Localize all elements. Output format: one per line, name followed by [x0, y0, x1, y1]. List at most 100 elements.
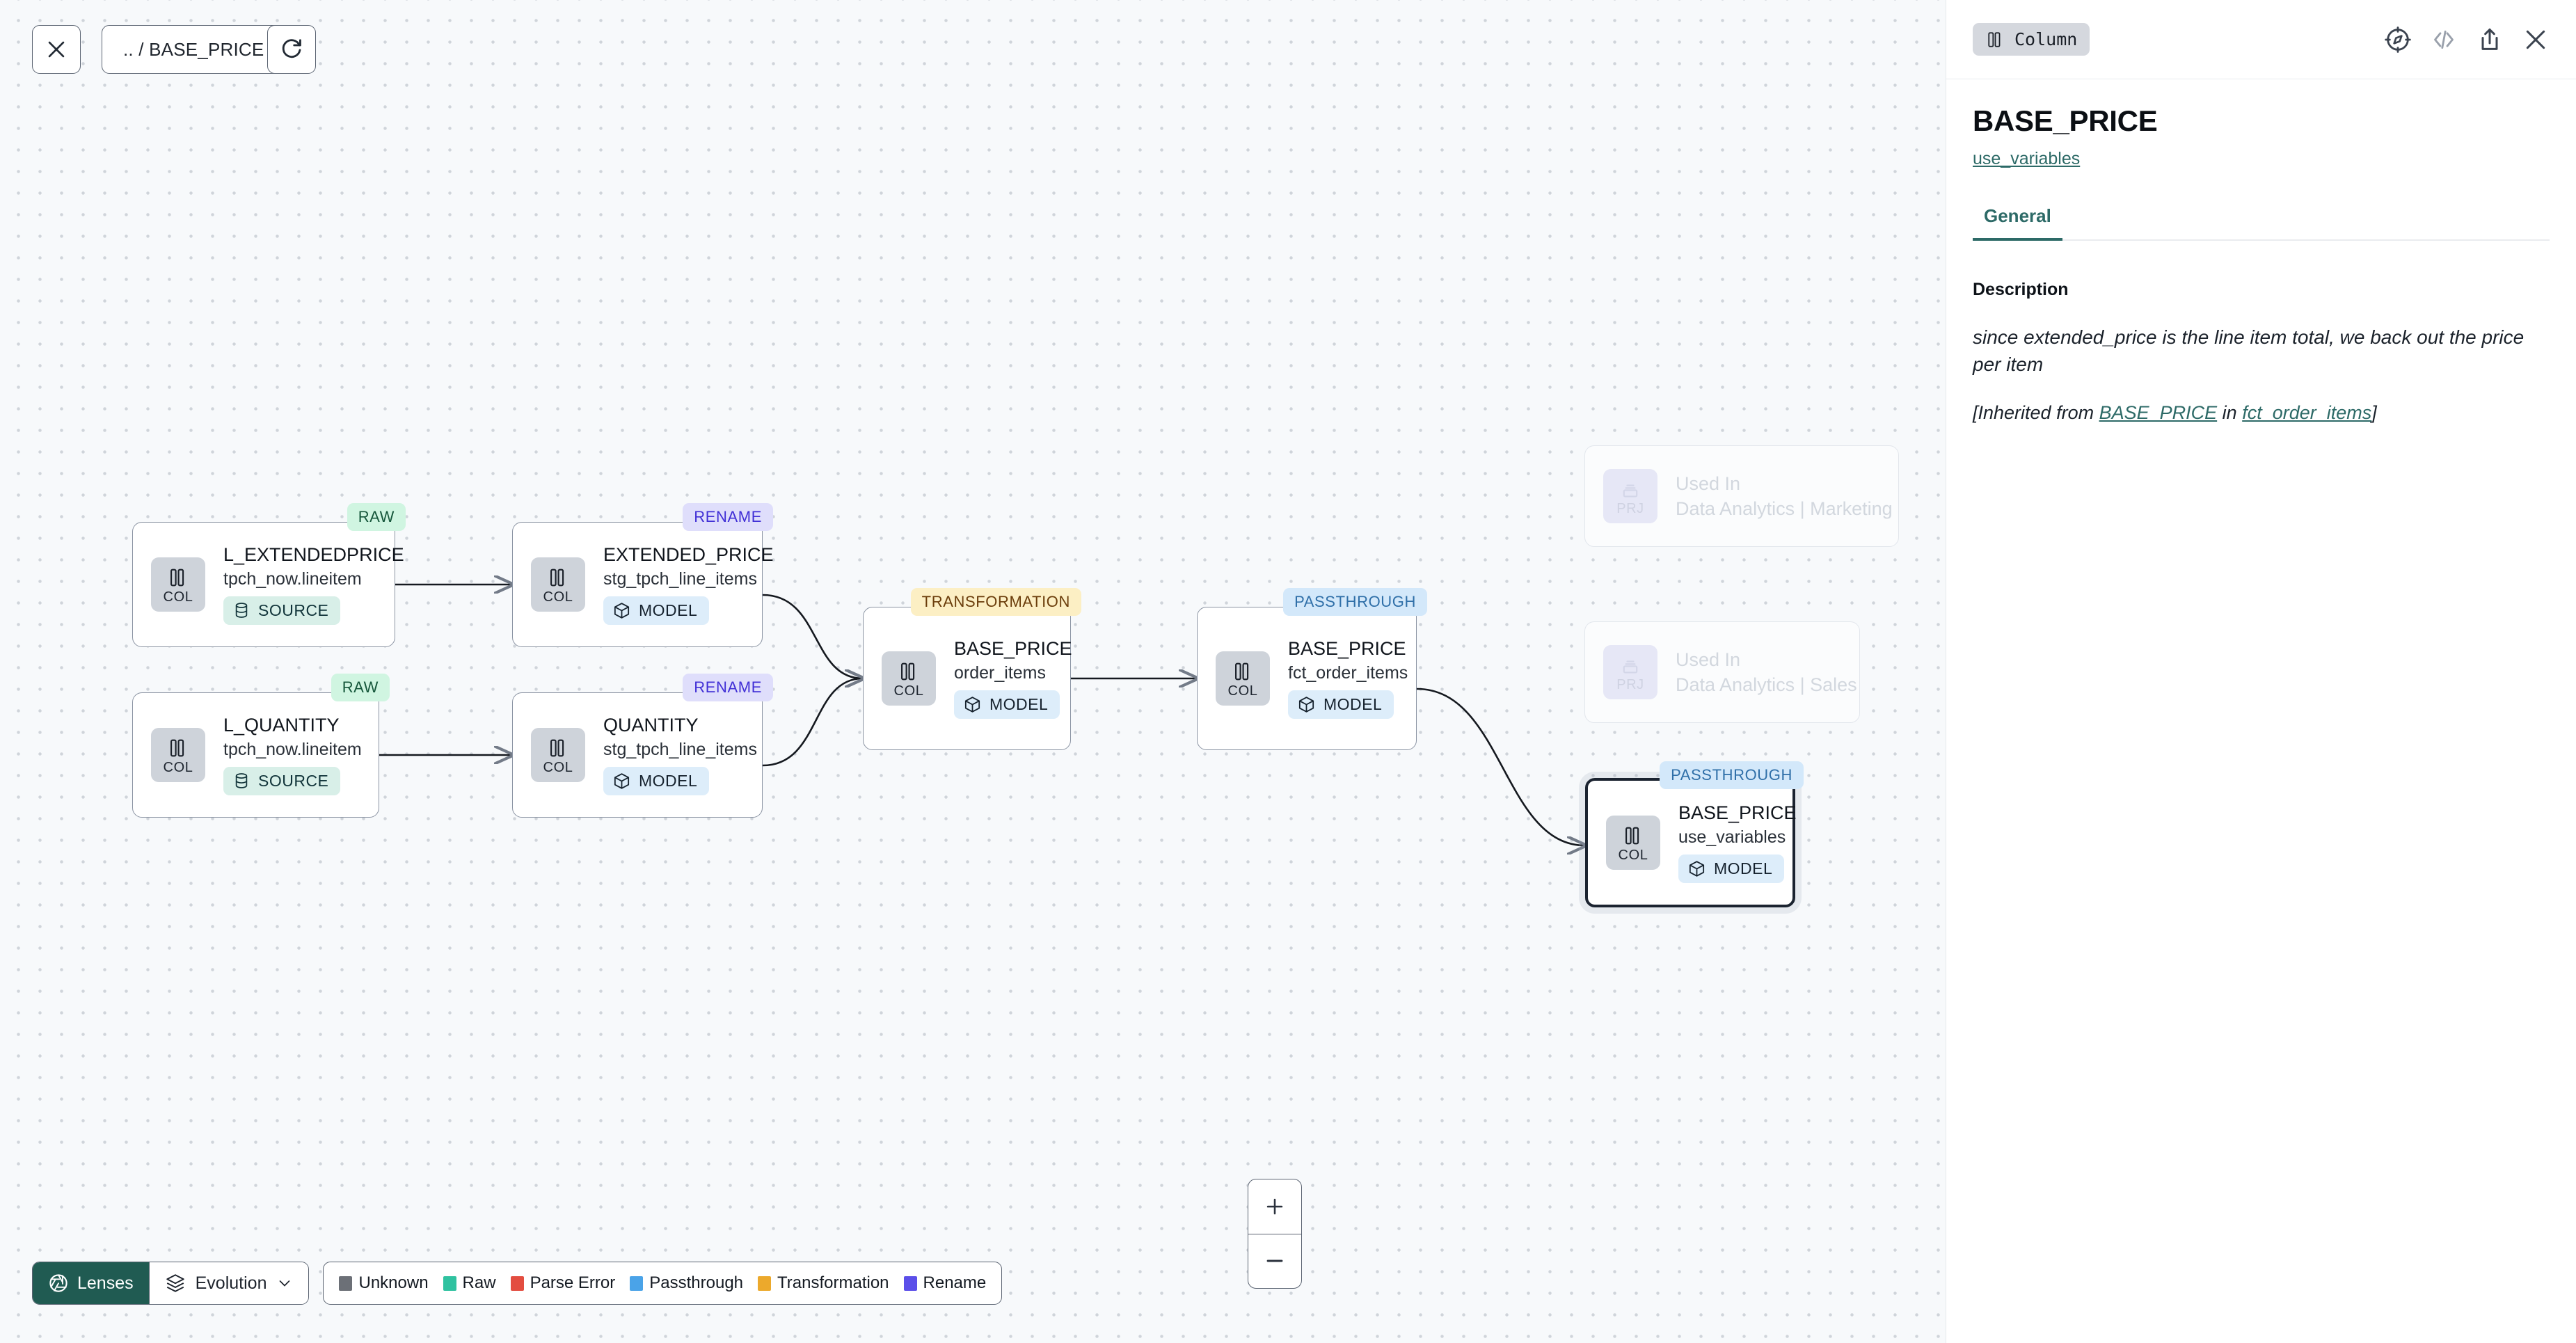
inherited-suffix: ] [2371, 402, 2377, 423]
legend-item-parse-error[interactable]: Parse Error [510, 1273, 615, 1293]
node-subtitle: tpch_now.lineitem [223, 569, 362, 589]
zoom-controls [1248, 1179, 1302, 1289]
inherited-model-link[interactable]: fct_order_items [2242, 402, 2372, 423]
columns-icon [901, 662, 915, 680]
node-kind-tag: RENAME [683, 674, 773, 701]
refresh-button[interactable] [267, 25, 316, 74]
node-type-label: COL [1227, 683, 1258, 699]
node-type-label: PRJ [1616, 500, 1644, 516]
legend-item-passthrough[interactable]: Passthrough [630, 1273, 743, 1293]
legend-item-rename[interactable]: Rename [903, 1273, 987, 1293]
legend-item-raw[interactable]: Raw [443, 1273, 496, 1293]
tab-general[interactable]: General [1973, 205, 2062, 241]
panel-body: BASE_PRICE use_variables General Descrip… [1946, 79, 2576, 424]
node-title: L_EXTENDEDPRICE [223, 544, 404, 566]
entity-kind-badge[interactable]: Column [1973, 23, 2090, 56]
graph-node-quantity[interactable]: RENAME COL QUANTITY stg_tpch_line_items MO… [512, 674, 773, 818]
share-icon[interactable] [2476, 26, 2504, 54]
legend-label: Passthrough [649, 1273, 744, 1292]
node-kind-tag: RAW [331, 674, 390, 701]
cube-icon [1689, 860, 1705, 877]
node-material-label: MODEL [1323, 694, 1383, 713]
project-icon [1623, 484, 1638, 498]
cube-icon [1298, 696, 1314, 713]
node-subtitle: stg_tpch_line_items [603, 739, 757, 759]
node-material-badge: MODEL [603, 596, 710, 625]
node-subtitle: tpch_now.lineitem [223, 739, 362, 759]
layers-icon [166, 1274, 184, 1292]
breadcrumb[interactable]: .. / BASE_PRICE [102, 25, 286, 74]
compass-icon[interactable] [2384, 26, 2412, 54]
inherited-mid: in [2217, 402, 2243, 423]
node-type-label: COL [893, 683, 924, 699]
node-type-chip: COL [531, 557, 585, 612]
inherited-column-link[interactable]: BASE_PRICE [2099, 402, 2218, 423]
code-icon[interactable] [2430, 26, 2458, 54]
close-panel-button[interactable] [2522, 26, 2550, 54]
cube-icon [964, 696, 980, 713]
used-in-label: Used In [1676, 649, 1741, 671]
node-kind-tag: TRANSFORMATION [910, 588, 1081, 616]
columns-icon [170, 569, 184, 586]
used-in-label: Used In [1676, 473, 1741, 495]
columns-icon [170, 739, 184, 756]
evolution-dropdown[interactable]: Evolution [148, 1262, 309, 1304]
cube-icon [614, 772, 630, 789]
node-type-label: PRJ [1616, 676, 1644, 692]
node-material-badge: SOURCE [223, 766, 341, 795]
zoom-in-button[interactable] [1248, 1179, 1301, 1234]
evolution-label: Evolution [195, 1273, 267, 1293]
aperture-icon [49, 1274, 67, 1292]
node-title: QUANTITY [603, 715, 699, 736]
plus-icon [1266, 1198, 1283, 1214]
panel-header-actions [2384, 26, 2550, 54]
node-type-label: COL [543, 759, 573, 775]
node-title: BASE_PRICE [954, 638, 1072, 660]
node-material-badge: MODEL [603, 766, 710, 795]
minus-icon [1266, 1259, 1283, 1262]
close-lineage-button[interactable] [32, 25, 81, 74]
project-icon [1623, 660, 1638, 674]
legend-swatch [630, 1276, 644, 1291]
columns-icon [1625, 827, 1639, 844]
legend-item-transformation[interactable]: Transformation [758, 1273, 889, 1293]
legend-swatch [443, 1276, 456, 1291]
columns-icon [550, 569, 564, 586]
node-type-chip: COL [151, 728, 205, 782]
legend-swatch [903, 1276, 917, 1291]
parent-model-link[interactable]: use_variables [1973, 149, 2081, 168]
legend-item-unknown[interactable]: Unknown [339, 1273, 429, 1293]
node-type-chip: COL [151, 557, 205, 612]
chevron-down-icon [280, 1280, 290, 1287]
columns-icon [1988, 31, 2001, 47]
legend-swatch [510, 1276, 524, 1291]
zoom-out-button[interactable] [1248, 1234, 1301, 1289]
node-kind-tag: PASSTHROUGH [1660, 761, 1804, 789]
close-icon [2526, 30, 2545, 49]
legend-label: Rename [923, 1273, 987, 1292]
legend-label: Transformation [777, 1273, 889, 1292]
bottom-toolbar: Lenses Evolution Unknown Raw Parse Error Pa… [32, 1262, 1003, 1305]
node-material-badge: MODEL [1288, 690, 1394, 719]
description-text: since extended_price is the line item to… [1973, 326, 2525, 376]
detail-panel: Column [1946, 0, 2576, 1343]
node-type-chip: PRJ [1603, 469, 1657, 523]
node-type-label: COL [163, 759, 193, 775]
node-material-label: MODEL [1714, 859, 1773, 877]
inherited-from-note: [Inherited from BASE_PRICE in fct_order_… [1973, 402, 2550, 424]
edge-type-legend: Unknown Raw Parse Error Passthrough Transfor… [323, 1262, 1003, 1305]
lenses-button[interactable]: Lenses [33, 1262, 149, 1304]
legend-swatch [758, 1276, 772, 1291]
node-kind-tag: PASSTHROUGH [1283, 588, 1427, 616]
node-type-label: COL [163, 589, 193, 605]
node-title: EXTENDED_PRICE [603, 544, 774, 566]
